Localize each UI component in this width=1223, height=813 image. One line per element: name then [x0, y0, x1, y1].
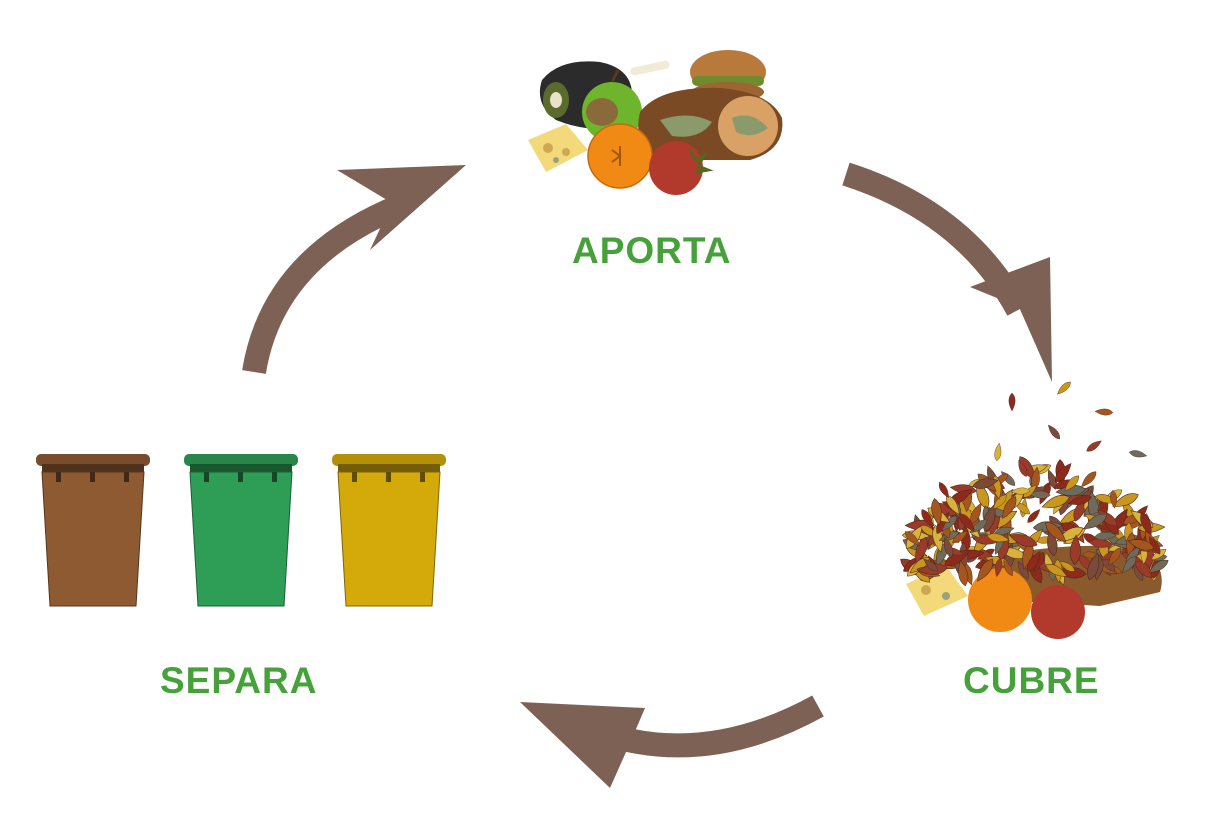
leaf: [1059, 561, 1076, 572]
leaf: [1127, 539, 1155, 551]
leaf: [1002, 496, 1017, 519]
leaf: [992, 494, 1007, 510]
leaf: [977, 558, 994, 582]
leaf: [1094, 408, 1114, 416]
leaf: [1027, 509, 1041, 523]
leaf: [1148, 536, 1161, 555]
falling-leaves: [938, 381, 1148, 499]
leaf: [1140, 512, 1152, 536]
leaf: [1008, 392, 1016, 412]
brown-bin: [36, 454, 150, 607]
yellow-bin: [332, 454, 446, 607]
leaf: [1010, 487, 1031, 495]
leaf: [1108, 547, 1122, 566]
leaf: [938, 482, 949, 499]
leaf: [1086, 440, 1102, 452]
food-waste-icon: [528, 50, 783, 195]
leaf: [1122, 556, 1137, 574]
arrow-cubre-to-separa: [520, 695, 824, 788]
leaf: [1110, 489, 1117, 509]
leaf: [945, 494, 960, 515]
leaf: [972, 478, 999, 489]
leaf: [986, 533, 1010, 543]
leaf: [959, 513, 975, 532]
leaf: [995, 557, 1003, 578]
leaf: [1048, 424, 1060, 440]
leaf: [1087, 552, 1100, 581]
leaf: [944, 536, 954, 558]
leaf: [921, 509, 934, 528]
leaf: [1045, 522, 1067, 543]
leaf: [1094, 532, 1117, 541]
leaf: [1128, 450, 1148, 458]
leaf: [941, 515, 957, 531]
leaf-covered-waste-icon: [900, 381, 1169, 639]
leaf: [952, 530, 969, 543]
leaf: [1008, 534, 1038, 548]
leaf: [1017, 560, 1029, 580]
green-bin: [184, 454, 298, 607]
leaf: [1088, 538, 1114, 548]
leaf: [1148, 559, 1169, 573]
step-label-separa: SEPARA: [160, 660, 318, 701]
leaf: [1112, 493, 1139, 507]
arrow-aporta-to-cubre: [842, 162, 1052, 382]
leaf: [1041, 495, 1070, 508]
leaf: [1055, 485, 1086, 497]
leaf: [969, 519, 988, 533]
leaf: [1057, 381, 1071, 395]
leaf: [1054, 463, 1072, 483]
leaf: [1003, 559, 1013, 577]
leaf: [1069, 534, 1081, 566]
leaf: [1150, 548, 1167, 561]
recycling-bins-icon: [36, 454, 446, 607]
leaf: [1022, 542, 1034, 570]
leaf: [1045, 564, 1068, 577]
leaf: [958, 560, 969, 587]
leaf: [1068, 495, 1092, 505]
step-label-aporta: APORTA: [572, 230, 732, 271]
leaf: [994, 442, 1002, 462]
arrow-separa-to-aporta: [242, 165, 466, 375]
leaf: [1031, 466, 1040, 491]
leaf: [904, 531, 921, 546]
leaf: [1083, 513, 1108, 530]
leaf: [1064, 475, 1079, 492]
step-label-cubre: CUBRE: [963, 660, 1100, 701]
leaf: [931, 498, 942, 526]
leaf: [1027, 550, 1041, 572]
leaf: [1018, 459, 1028, 477]
leaf: [970, 502, 982, 525]
leaf-pile: [900, 456, 1169, 587]
leaf: [923, 558, 938, 572]
leaf: [1081, 471, 1097, 488]
